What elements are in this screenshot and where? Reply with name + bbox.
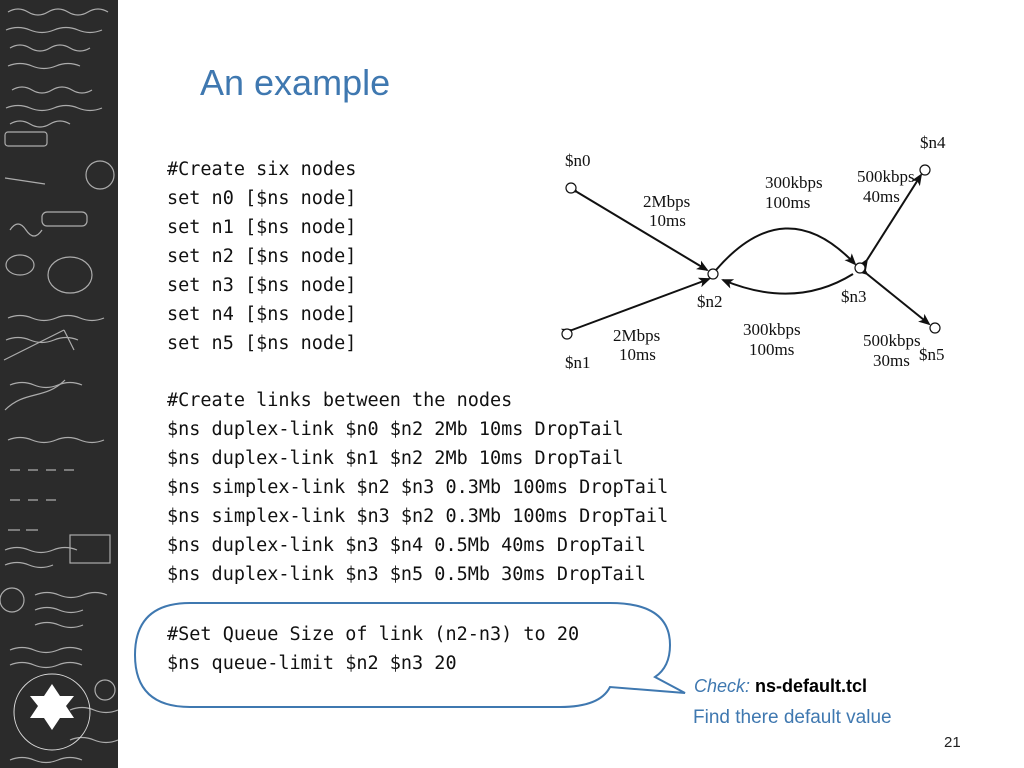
code-line: set n5 [$ns node] [167, 333, 357, 354]
link-n3-n4 [857, 173, 923, 272]
code-line: set n1 [$ns node] [167, 217, 357, 238]
code-line: set n3 [$ns node] [167, 275, 357, 296]
link-label-n3-n2-bw: 300kbps [743, 320, 801, 339]
code-line: $ns duplex-link $n3 $n5 0.5Mb 30ms DropT… [167, 564, 646, 585]
code-line: set n0 [$ns node] [167, 188, 357, 209]
code-line: set n2 [$ns node] [167, 246, 357, 267]
link-label-n0-n2-bw: 2Mbps [643, 192, 690, 211]
link-label-n3-n4-delay: 40ms [863, 187, 900, 206]
node-n2 [707, 268, 719, 280]
find-note: Find there default value [693, 707, 892, 728]
code-line: $ns duplex-link $n0 $n2 2Mb 10ms DropTai… [167, 419, 624, 440]
code-line: $ns queue-limit $n2 $n3 20 [167, 653, 457, 674]
check-label: Check: [694, 676, 751, 696]
link-label-n3-n4-bw: 500kbps [857, 167, 915, 186]
link-n2-n3 [715, 227, 857, 271]
node-n5 [929, 322, 941, 334]
link-n3-n2 [721, 273, 854, 295]
node-n0 [565, 182, 577, 194]
node-label-n0: $n0 [565, 151, 591, 170]
link-label-n2-n3-bw: 300kbps [765, 173, 823, 192]
university-logo-icon [13, 673, 91, 751]
link-label-n1-n2-bw: 2Mbps [613, 326, 660, 345]
node-n4 [919, 164, 931, 176]
link-label-n3-n5-bw: 500kbps [863, 331, 921, 350]
link-label-n3-n2-delay: 100ms [749, 340, 794, 359]
chalk-doodles-icon [0, 8, 118, 764]
chalkboard-sidebar [0, 0, 118, 768]
code-line: #Set Queue Size of link (n2-n3) to 20 [167, 624, 580, 645]
link-n3-n5 [856, 263, 931, 326]
page-number: 21 [944, 734, 961, 751]
link-n0-n2 [565, 182, 709, 272]
link-label-n0-n2-delay: 10ms [649, 211, 686, 230]
node-label-n2: $n2 [697, 292, 723, 311]
code-line: set n4 [$ns node] [167, 304, 357, 325]
link-label-n2-n3-delay: 100ms [765, 193, 810, 212]
code-block-create-links: #Create links between the nodes $ns dupl… [167, 386, 668, 589]
code-line: $ns duplex-link $n1 $n2 2Mb 10ms DropTai… [167, 448, 624, 469]
node-label-n4: $n4 [920, 133, 946, 152]
code-line: #Create six nodes [167, 159, 357, 180]
node-n1 [561, 328, 573, 340]
code-line: $ns simplex-link $n3 $n2 0.3Mb 100ms Dro… [167, 506, 669, 527]
speech-bubble [133, 602, 686, 708]
code-block-queue-limit: #Set Queue Size of link (n2-n3) to 20 $n… [167, 620, 579, 678]
node-label-n3: $n3 [841, 287, 867, 306]
check-file-name: ns-default.tcl [755, 676, 868, 696]
code-line: #Create links between the nodes [167, 390, 513, 411]
slide-title: An example [200, 62, 391, 103]
network-topology-diagram: $n0 $n1 $n2 $n3 $n4 $n5 2Mbps 10ms 2Mbps… [560, 133, 946, 372]
code-block-create-nodes: #Create six nodes set n0 [$ns node] set … [167, 155, 356, 358]
link-label-n3-n5-delay: 30ms [873, 351, 910, 370]
code-line: $ns simplex-link $n2 $n3 0.3Mb 100ms Dro… [167, 477, 669, 498]
node-n3 [854, 262, 866, 274]
node-label-n5: $n5 [919, 345, 945, 364]
code-line: $ns duplex-link $n3 $n4 0.5Mb 40ms DropT… [167, 535, 646, 556]
node-label-n1: $n1 [565, 353, 591, 372]
check-note: Check: ns-default.tcl [694, 676, 867, 697]
link-n1-n2 [560, 277, 711, 339]
link-label-n1-n2-delay: 10ms [619, 345, 656, 364]
